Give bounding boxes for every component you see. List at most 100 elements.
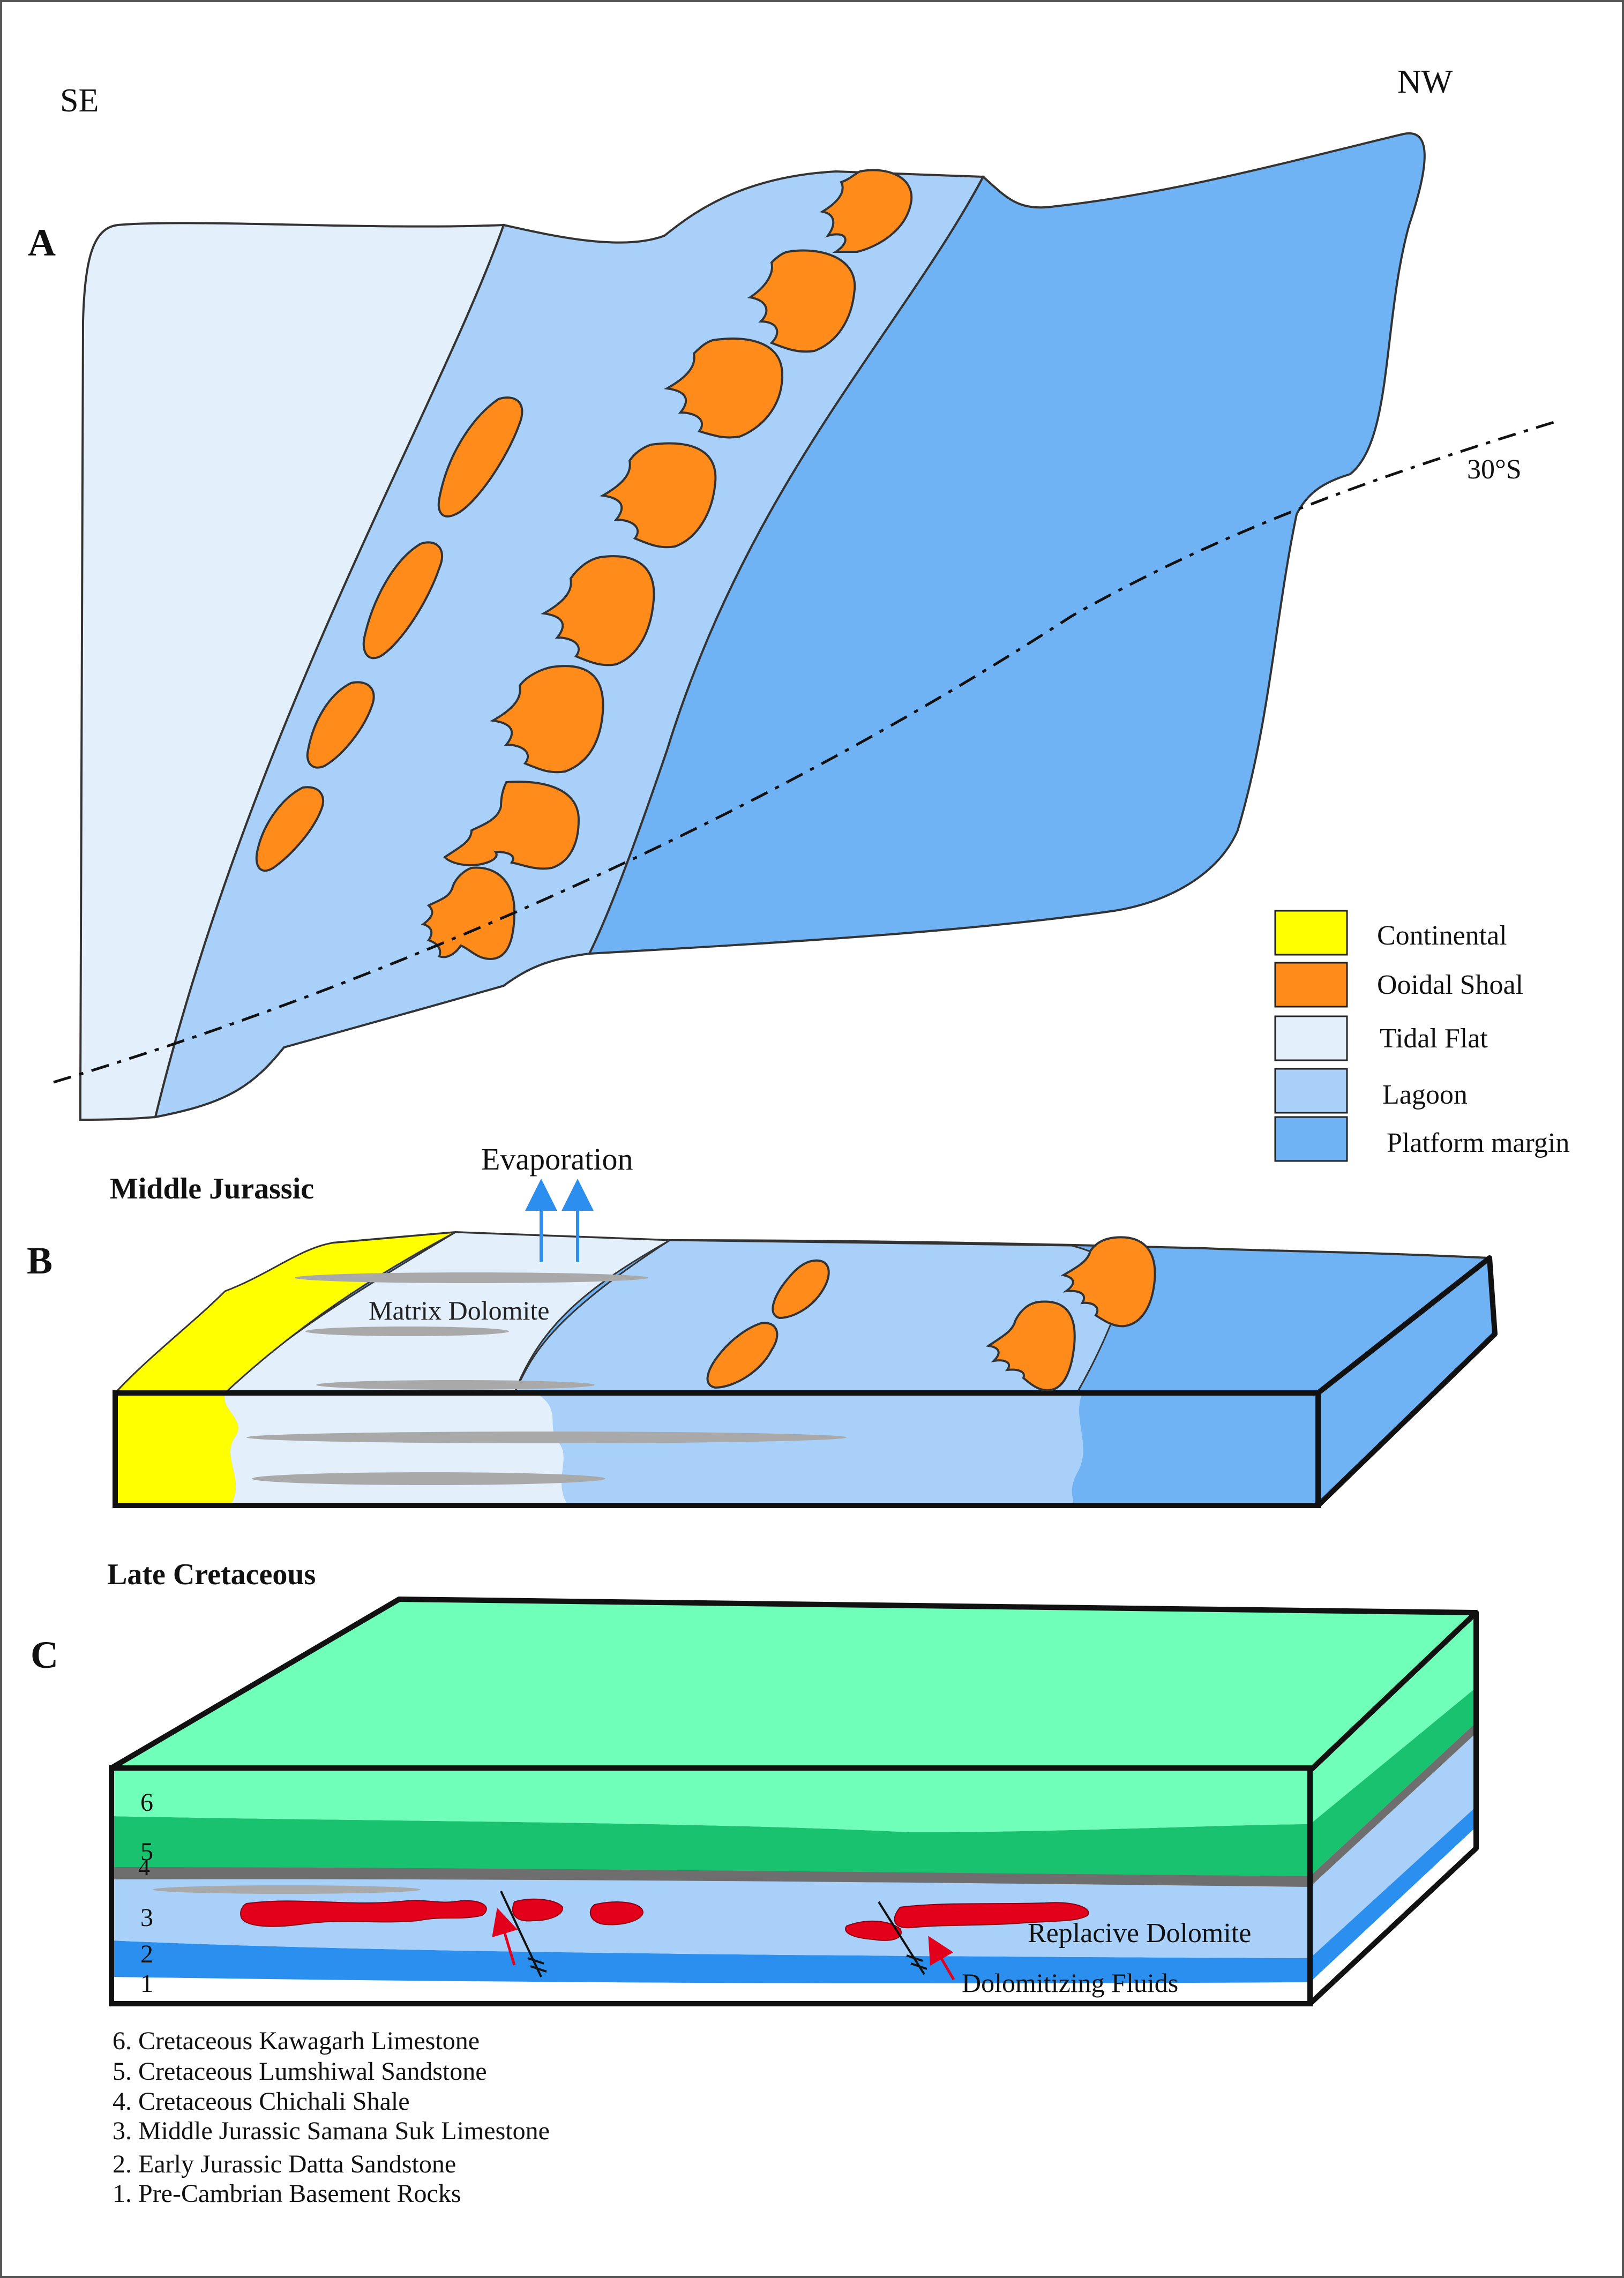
dolomite-lens [252, 1472, 605, 1485]
block-b-shoals [706, 1236, 1156, 1392]
panel-a-letter: A [28, 221, 56, 264]
block-c-layer-4-chichali [111, 1866, 1310, 1887]
fault-line [500, 1891, 542, 1977]
panel-b-period: Middle Jurassic [110, 1172, 314, 1205]
shoal-blob [985, 1300, 1076, 1392]
dolomite-body [589, 1901, 644, 1925]
dolomite-body [845, 1921, 902, 1941]
block-b-front-tidal-flat [224, 1393, 568, 1505]
block-c-top-surface [109, 1597, 1479, 1773]
compass-nw: NW [1397, 64, 1453, 100]
legend-swatch [1274, 962, 1348, 1008]
shoal-blob [306, 681, 375, 769]
fault-slip-arrow [910, 1962, 927, 1970]
fault-line [878, 1901, 925, 1975]
legend-swatch [1274, 1116, 1348, 1162]
block-b-front-continental [115, 1393, 238, 1505]
block-c-side-datta [1310, 1807, 1476, 1982]
fluid-arrow [492, 1908, 518, 1966]
layer-number: 3 [140, 1904, 153, 1932]
panel-c-block: 1 2 3 4 5 6 Replacive Dolomite Dolomitiz… [109, 1597, 1479, 2006]
shoal-blob [255, 786, 325, 872]
block-c-side-samana-suk [1310, 1733, 1476, 1958]
panel-c-period: Late Cretaceous [107, 1558, 316, 1591]
replacive-dolomite-bodies [240, 1898, 1089, 1941]
block-c-layer-5-lumshiwal [111, 1816, 1310, 1876]
dolomite-lens [295, 1272, 648, 1283]
shoal-blob [540, 555, 655, 666]
block-c-side-outline [1308, 1610, 1479, 2006]
fault-slip-arrow [527, 1957, 544, 1965]
legend-swatch [1274, 1015, 1348, 1061]
shoal-blob [599, 442, 717, 549]
layer-number: 2 [140, 1940, 153, 1968]
legend-label: Tidal Flat [1380, 1023, 1488, 1054]
block-c-layer-2-datta [111, 1940, 1310, 1983]
block-c-side-chichali [1310, 1722, 1476, 1887]
strata-key-item: 2. Early Jurassic Datta Sandstone [113, 2150, 456, 2178]
fluid-arrow [928, 1936, 955, 1981]
shoal-blob [437, 396, 523, 518]
ooidal-shoal-blobs [255, 169, 913, 961]
shoal-blob [772, 1259, 830, 1320]
replacive-dolomite-label: Replacive Dolomite [1028, 1918, 1251, 1949]
legend: Continental Ooidal Shoal Tidal Flat Lago… [1274, 910, 1569, 1162]
strata-key-item: 4. Cretaceous Chichali Shale [113, 2087, 410, 2116]
dolomite-lens [316, 1380, 595, 1390]
strata-key: 6. Cretaceous Kawagarh Limestone 5. Cret… [113, 2027, 550, 2208]
block-c-side-kawagarh [1310, 1613, 1476, 1824]
legend-swatch [1274, 1068, 1348, 1114]
dolomite-body [894, 1902, 1089, 1929]
matrix-dolomite-lenses [246, 1272, 847, 1485]
fault-lines [500, 1891, 927, 1977]
dolomite-lens [153, 1885, 421, 1894]
block-c-front-outline [109, 1765, 1313, 2006]
legend-swatch [1274, 910, 1348, 956]
layer-number: 4 [138, 1854, 150, 1880]
layer-number: 5 [140, 1838, 153, 1866]
strata-key-item: 5. Cretaceous Lumshiwal Sandstone [113, 2057, 487, 2086]
fault-slip-arrow [906, 1954, 923, 1962]
dolomite-body [240, 1900, 487, 1927]
block-c-layer-3-samana-suk [111, 1879, 1310, 1958]
dolomitizing-fluids-label: Dolomitizing Fluids [962, 1968, 1178, 1998]
dolomite-lens [246, 1432, 847, 1443]
panel-a-map [53, 132, 1560, 1121]
shoal-blob [663, 338, 784, 439]
legend-item-continental: Continental [1274, 910, 1507, 956]
shoal-blob [421, 866, 516, 961]
legend-item-platform-margin: Platform margin [1274, 1116, 1569, 1162]
panel-b-block: Matrix Dolomite [113, 1179, 1498, 1508]
compass-se: SE [60, 83, 99, 119]
legend-item-ooidal-shoal: Ooidal Shoal [1274, 962, 1523, 1008]
layer-number: 6 [140, 1788, 153, 1817]
block-c-side-basement [1310, 1827, 1476, 2004]
strata-key-item: 3. Middle Jurassic Samana Suk Limestone [113, 2117, 550, 2145]
panel-c-letter: C [31, 1633, 58, 1676]
block-b-front-outline [113, 1390, 1321, 1508]
latitude-30s-line [53, 419, 1560, 1084]
block-b-top-continental [113, 1231, 456, 1394]
block-c-side-lumshiwal [1310, 1688, 1476, 1876]
matrix-dolomite-label: Matrix Dolomite [369, 1295, 549, 1325]
shoal-blob [1060, 1236, 1156, 1328]
legend-item-lagoon: Lagoon [1274, 1068, 1468, 1114]
shoal-blob [706, 1322, 779, 1389]
legend-item-tidal-flat: Tidal Flat [1274, 1015, 1488, 1061]
block-b-front-lagoon [536, 1393, 1083, 1505]
strata-key-item: 1. Pre-Cambrian Basement Rocks [113, 2179, 461, 2208]
shoal-blob [443, 781, 580, 870]
evaporation-label: Evaporation [481, 1142, 633, 1177]
fault-slip-arrow [530, 1965, 547, 1973]
layer-number: 1 [140, 1969, 153, 1998]
legend-label: Platform margin [1387, 1128, 1569, 1158]
latitude-label: 30°S [1467, 454, 1522, 485]
shoal-blob [362, 541, 443, 660]
platform-margin-zone [587, 132, 1426, 955]
legend-label: Lagoon [1382, 1080, 1468, 1110]
panel-b-letter: B [27, 1239, 53, 1282]
strata-key-item: 6. Cretaceous Kawagarh Limestone [113, 2027, 480, 2055]
